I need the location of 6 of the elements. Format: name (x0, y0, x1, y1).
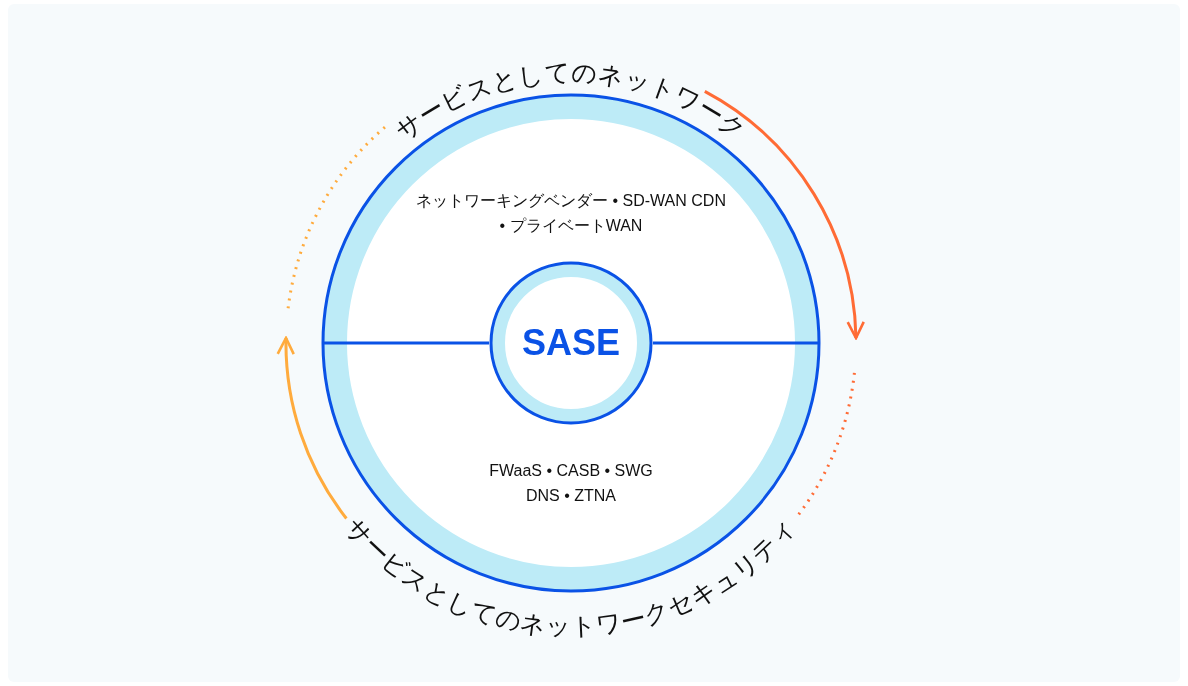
service-list: ネットワーキングベンダー • SD-WAN CDN • プライベートWAN (416, 188, 726, 238)
circle-label: SASE (520, 321, 621, 365)
curved-label: サービスとしてのネットワークセキュリティ (340, 512, 802, 641)
center-circle (489, 261, 653, 425)
curved-label: サービスとしてのネットワーク (390, 57, 752, 145)
service-list: FWaaS • CASB • SWG DNS • ZTNA (471, 458, 671, 508)
